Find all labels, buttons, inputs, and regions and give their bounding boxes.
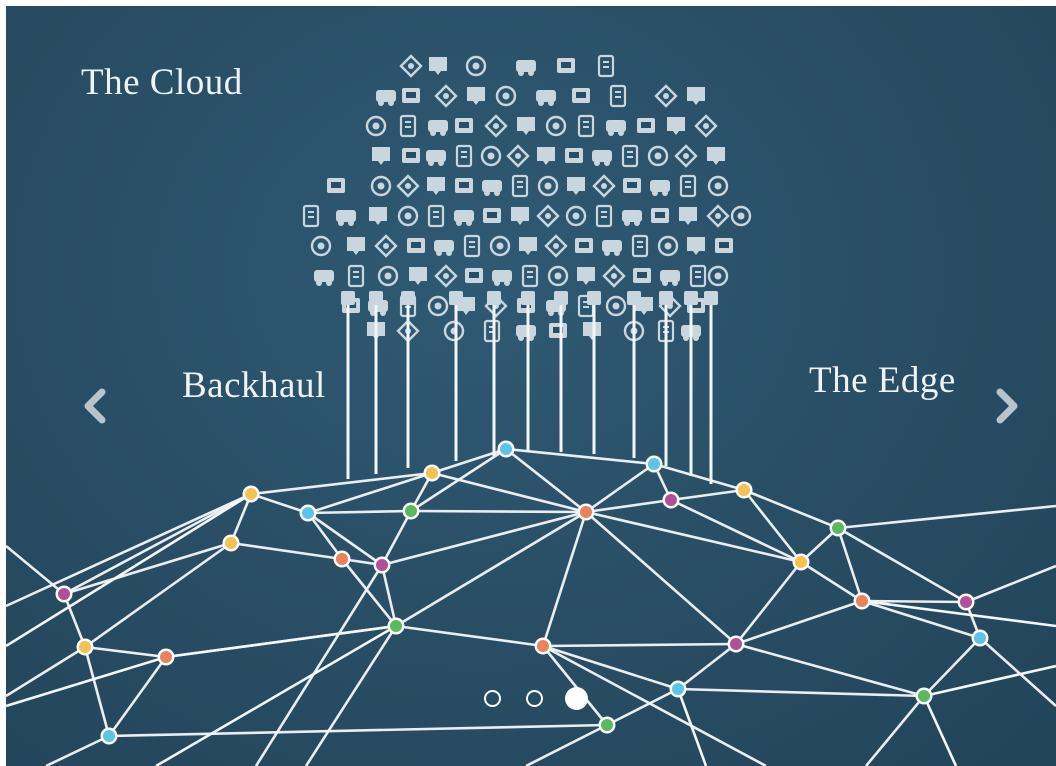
previous-slide-button[interactable] (76, 376, 116, 436)
edge-label: The Edge (809, 360, 956, 401)
image-carousel: The Cloud Backhaul The Edge (6, 6, 1056, 766)
network-mesh-nodes (55, 440, 989, 745)
slide-indicator-1[interactable] (484, 690, 501, 707)
cloud-icons-cluster (302, 54, 752, 343)
chevron-right-icon (996, 388, 1018, 424)
network-mesh-lines (6, 447, 1056, 766)
chevron-left-icon (84, 388, 106, 424)
next-slide-button[interactable] (986, 376, 1026, 436)
backhaul-label: Backhaul (182, 365, 326, 406)
slide-indicator-3-active[interactable] (565, 687, 588, 710)
backhaul-cables (341, 291, 718, 484)
cloud-network-illustration (6, 54, 1056, 766)
cloud-label: The Cloud (81, 62, 243, 103)
slide-indicator-2[interactable] (526, 690, 543, 707)
